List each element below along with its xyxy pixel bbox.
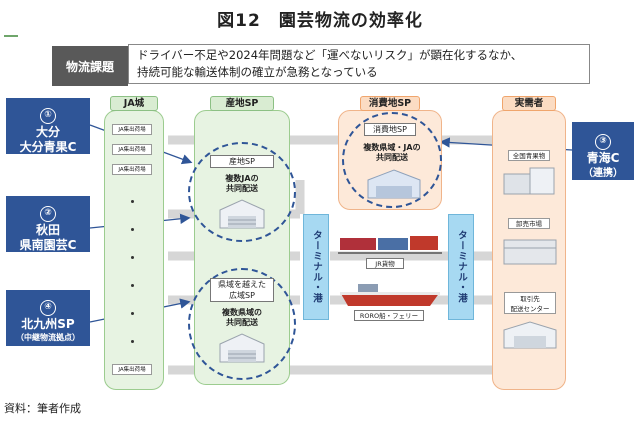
- wide-sp-text-1: 複数県域の: [222, 308, 262, 317]
- warehouse-icon: [219, 199, 265, 229]
- ja-cell: JA集出荷場: [112, 164, 152, 175]
- terminal-left: ターミナル・港: [303, 214, 329, 320]
- retailer-header: 実需者: [502, 96, 556, 111]
- ship-icon: [340, 284, 440, 306]
- production-sp-text: 複数JAの 共同配送: [204, 174, 280, 194]
- ja-cell: JA集出荷場: [112, 124, 152, 135]
- wide-sp-label-2: 広域SP: [229, 291, 255, 300]
- production-sp-header: 産地SP: [210, 96, 274, 111]
- callout-number: ④: [40, 300, 56, 316]
- warehouse-icon: [367, 169, 421, 199]
- ship-label: RORO船・フェリー: [354, 310, 424, 321]
- market-icon: [503, 239, 557, 265]
- wide-sp-label: 県域を越えた 広域SP: [210, 278, 274, 302]
- wide-sp-text: 複数県域の 共同配送: [204, 308, 280, 328]
- callout-line2: 県南園芸C: [19, 238, 77, 252]
- consumption-sp-label: 消費地SP: [364, 123, 416, 136]
- retailer-label-1: 全国青果物: [508, 150, 550, 161]
- consumption-sp-text-2: 共同配送: [376, 153, 408, 162]
- ellipsis-dot: [131, 228, 134, 231]
- callout-line1: 秋田: [35, 223, 60, 237]
- ellipsis-dot: [131, 256, 134, 259]
- callout-oita: ① 大分 大分青果C: [6, 98, 90, 154]
- production-sp-text-2: 共同配送: [226, 184, 258, 193]
- callout-number: ①: [40, 108, 56, 124]
- wide-sp-circle: [188, 268, 296, 380]
- distribution-center-icon: [503, 321, 557, 349]
- ellipsis-dot: [131, 340, 134, 343]
- issue-tag: 物流課題: [52, 46, 128, 86]
- consumption-sp-text-1: 複数県域・JAの: [363, 143, 421, 152]
- ellipsis-dot: [131, 312, 134, 315]
- ja-column-header: JA城: [110, 96, 158, 111]
- retailer-label-3a: 取引先: [520, 295, 540, 303]
- ellipsis-dot: [131, 284, 134, 287]
- warehouse-icon: [219, 333, 265, 363]
- retailer-label-3b: 配送センター: [510, 305, 550, 313]
- callout-akita: ② 秋田 県南園芸C: [6, 196, 90, 252]
- building-icon: [503, 167, 555, 195]
- issue-line-2: 持続可能な輸送体制の確立が急務となっている: [137, 65, 378, 79]
- freight-train-icon: [338, 236, 442, 254]
- ja-cell: JA集出荷場: [112, 364, 152, 375]
- callout-line1: 青海C: [586, 151, 620, 165]
- retailer-label-3: 取引先 配送センター: [504, 292, 556, 314]
- callout-aomi: ③ 青海C （連携）: [572, 122, 634, 180]
- ja-column: [104, 110, 164, 390]
- production-sp-circle: [188, 142, 296, 242]
- wide-sp-text-2: 共同配送: [226, 318, 258, 327]
- callout-number: ③: [595, 134, 611, 150]
- production-sp-text-1: 複数JAの: [225, 174, 259, 183]
- consumption-sp-text: 複数県域・JAの 共同配送: [348, 143, 436, 163]
- callout-line1: 大分: [35, 125, 60, 139]
- wide-sp-label-1: 県域を越えた: [218, 280, 266, 289]
- production-sp-label: 産地SP: [210, 155, 274, 168]
- figure-title: 図12 園芸物流の効率化: [217, 11, 423, 31]
- callout-line2: （中継物流拠点）: [16, 333, 80, 342]
- ja-cell: JA集出荷場: [112, 144, 152, 155]
- callout-line2: （連携）: [583, 168, 623, 179]
- retailer-label-2: 卸売市場: [508, 218, 550, 229]
- issue-box: ドライバー不足や2024年問題など「運べないリスク」が顕在化するなか、 持続可能…: [128, 44, 590, 84]
- ja-cells: JA集出荷場 JA集出荷場 JA集出荷場 JA集出荷場: [104, 110, 164, 390]
- ellipsis-dot: [131, 200, 134, 203]
- callout-number: ②: [40, 206, 56, 222]
- callout-kitakyushu: ④ 北九州SP （中継物流拠点）: [6, 290, 90, 346]
- terminal-right: ターミナル・港: [448, 214, 474, 320]
- source-note: 資料：筆者作成: [4, 402, 81, 415]
- title-rule: [4, 35, 18, 37]
- consumption-sp-circle: [342, 112, 442, 208]
- issue-line-1: ドライバー不足や2024年問題など「運べないリスク」が顕在化するなか、: [137, 48, 523, 62]
- callout-line1: 北九州SP: [21, 317, 75, 331]
- rail-label: JR貨物: [366, 258, 404, 269]
- callout-line2: 大分青果C: [19, 140, 77, 154]
- consumption-sp-header: 消費地SP: [360, 96, 420, 111]
